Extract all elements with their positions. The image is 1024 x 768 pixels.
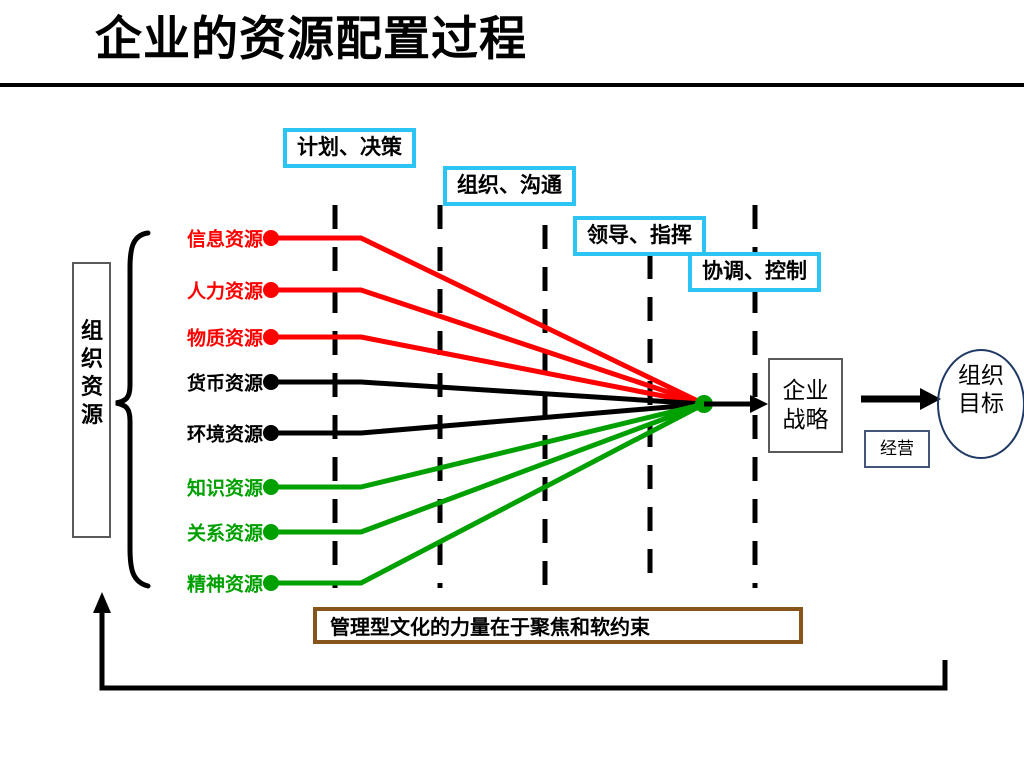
- resource-label-relationship: 关系资源: [186, 522, 263, 545]
- resource-brace: [115, 230, 151, 589]
- org-resource-label-line: 源: [80, 403, 103, 429]
- culture-banner-label: 管理型文化的力量在于聚焦和软约束: [330, 615, 650, 639]
- org-resource-label-line: 组: [80, 319, 103, 344]
- org-resource-label-line: 资: [80, 375, 103, 401]
- org-resource-label: 组 织 资 源: [74, 318, 110, 431]
- flow-line-information: [263, 230, 707, 407]
- operation-box: 经营: [864, 430, 930, 468]
- flow-line-material: [263, 329, 707, 407]
- enterprise-strategy-line: 企业: [782, 378, 829, 405]
- enterprise-strategy-line: 战略: [782, 406, 829, 433]
- resource-label-environment: 环境资源: [186, 423, 263, 446]
- resource-label-human: 人力资源: [186, 280, 263, 303]
- organization-goal-line: 组织: [958, 363, 1004, 389]
- arrow-to-strategy: [704, 395, 768, 413]
- resource-label-spirit: 精神资源: [186, 573, 263, 596]
- arrow-to-goal: [861, 388, 941, 410]
- operation-label: 经营: [880, 438, 914, 459]
- page-title: 企业的资源配置过程: [95, 12, 527, 67]
- resource-label-knowledge: 知识资源: [186, 477, 263, 500]
- enterprise-strategy-box: 企业 战略: [768, 358, 843, 453]
- flow-line-relationship: [263, 401, 707, 540]
- title-divider: [0, 83, 1024, 87]
- organization-goal-label: 组织 目标: [939, 362, 1023, 418]
- feedback-loop-arrow: [93, 592, 948, 691]
- flow-line-spirit: [263, 401, 707, 591]
- flow-line-human: [263, 282, 707, 407]
- organization-goal-line: 目标: [958, 391, 1004, 418]
- resource-label-information: 信息资源: [186, 228, 263, 251]
- resource-label-material: 物质资源: [186, 327, 263, 350]
- flow-line-environment: [263, 401, 707, 441]
- phase-box-leading-commanding: 领导、指挥: [573, 216, 706, 257]
- org-resource-label-line: 织: [80, 347, 103, 373]
- phase-box-organizing-communication: 组织、沟通: [443, 166, 576, 207]
- org-resource-box: [72, 262, 111, 538]
- enterprise-strategy-label: 企业 战略: [783, 377, 829, 433]
- phase-box-planning-decision: 计划、决策: [283, 128, 416, 169]
- culture-banner: 管理型文化的力量在于聚焦和软约束: [313, 607, 803, 644]
- resource-label-monetary: 货币资源: [186, 372, 263, 395]
- goal-ellipse: [937, 349, 1024, 459]
- flow-line-monetary: [263, 374, 707, 407]
- flow-line-knowledge: [263, 401, 707, 495]
- phase-box-coordinating-controlling: 协调、控制: [688, 252, 821, 293]
